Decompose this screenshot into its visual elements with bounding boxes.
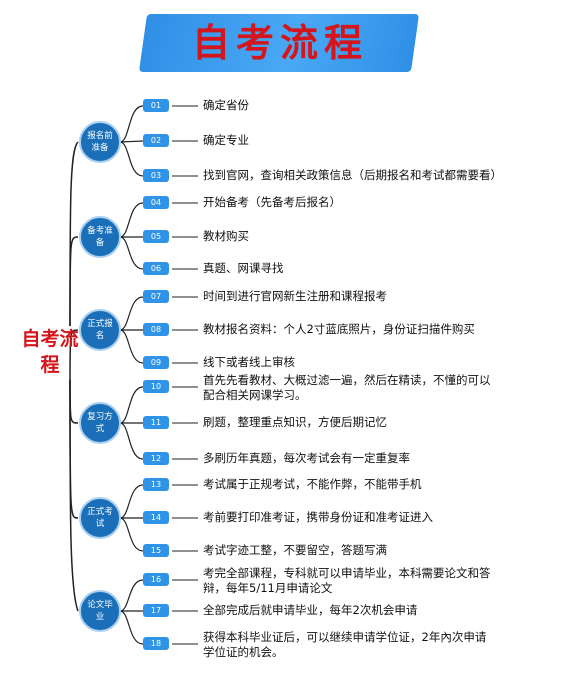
root-brace-line	[69, 329, 79, 381]
step-text: 刷题，整理重点知识，方便后期记忆	[203, 415, 387, 429]
step-text: 考完全部课程，专科就可以申请毕业，本科需要论文和答辩，每年5/11月申请论文	[203, 566, 491, 595]
step-text: 教材购买	[203, 229, 249, 243]
stage-label: 备考准备	[87, 226, 113, 248]
step-text: 考前要打印准考证，携带身份证和准考证进入	[203, 510, 433, 524]
stage-bracket-line	[119, 105, 144, 143]
stage-bracket-line	[119, 422, 144, 460]
stage-bracket-line	[119, 610, 144, 645]
stage-label: 正式考试	[87, 507, 113, 529]
page-title: 自考流程	[191, 21, 368, 65]
step-number-badge: 05	[143, 230, 169, 243]
step-number-badge: 08	[143, 323, 169, 336]
step-number-badge: 14	[143, 511, 169, 524]
stage-label: 正式报名	[87, 319, 113, 341]
root-brace-line	[69, 141, 79, 327]
stage-bracket-line	[119, 517, 144, 552]
step-text: 首先先看教材、大概过滤一遍，然后在精读，不懂的可以配合相关网课学习。	[203, 373, 491, 402]
stage-bracket-line	[119, 202, 144, 238]
root-brace-line	[69, 236, 79, 327]
step-text: 时间到进行官网新生注册和课程报考	[203, 289, 387, 303]
step-text: 获得本科毕业证后，可以继续申请学位证，2年內次申请学位证的机会。	[203, 630, 487, 659]
stage-node: 论文毕业	[79, 590, 121, 632]
step-number-badge: 01	[143, 99, 169, 112]
step-number-badge: 07	[143, 290, 169, 303]
step-number-badge: 10	[143, 380, 169, 393]
stage-bracket-line	[119, 579, 144, 612]
step-text: 确定省份	[203, 98, 249, 112]
stage-bracket-line	[119, 140, 144, 143]
step-text: 开始备考（先备考后报名）	[203, 195, 341, 209]
stage-node: 正式报名	[79, 309, 121, 351]
step-number-badge: 13	[143, 478, 169, 491]
root-node-label: 自考流程	[21, 328, 79, 376]
step-text: 全部完成后就申请毕业，每年2次机会申请	[203, 603, 418, 617]
stage-bracket-line	[119, 386, 144, 424]
step-text: 多刷历年真题，每次考试会有一定重复率	[203, 451, 410, 465]
stage-bracket-line	[119, 329, 144, 364]
step-number-badge: 12	[143, 452, 169, 465]
stage-bracket-line	[119, 141, 144, 177]
stage-node: 正式考试	[79, 497, 121, 539]
stage-label: 复习方式	[87, 412, 113, 434]
step-text: 线下或者线上审核	[203, 355, 295, 369]
step-number-badge: 04	[143, 196, 169, 209]
stage-label: 论文毕业	[87, 600, 113, 622]
step-text: 找到官网，查询相关政策信息（后期报名和考试都需要看）	[203, 168, 502, 182]
step-number-badge: 03	[143, 169, 169, 182]
step-text: 教材报名资料：个人2寸蓝底照片，身份证扫描件购买	[203, 322, 475, 336]
step-text: 确定专业	[203, 133, 249, 147]
step-number-badge: 06	[143, 262, 169, 275]
step-number-badge: 15	[143, 544, 169, 557]
stage-node: 备考准备	[79, 216, 121, 258]
step-text: 考试字迹工整，不要留空，答题写满	[203, 543, 387, 557]
root-brace-line	[69, 379, 79, 424]
step-number-badge: 09	[143, 356, 169, 369]
step-text: 考试属于正规考试，不能作弊，不能带手机	[203, 477, 422, 491]
step-number-badge: 16	[143, 573, 169, 586]
stage-node: 报名前准备	[79, 121, 121, 163]
step-number-badge: 17	[143, 604, 169, 617]
step-number-badge: 18	[143, 637, 169, 650]
step-number-badge: 02	[143, 134, 169, 147]
stage-bracket-line	[119, 484, 144, 519]
step-text: 真题、网课寻找	[203, 261, 284, 275]
root-brace-line	[69, 379, 79, 519]
stage-node: 复习方式	[79, 402, 121, 444]
stage-bracket-line	[119, 296, 144, 331]
stage-bracket-line	[119, 236, 144, 270]
step-number-badge: 11	[143, 416, 169, 429]
stage-label: 报名前准备	[87, 131, 113, 153]
